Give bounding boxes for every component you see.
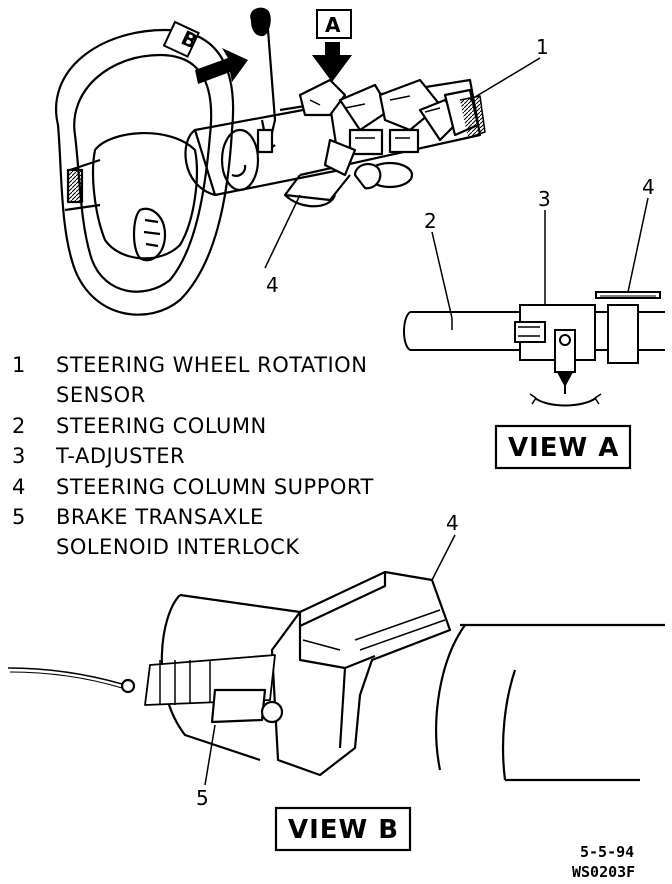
callout-1: 1 [536,35,549,59]
legend-5-line2: SOLENOID INTERLOCK [56,535,300,559]
legend-1-num: 1 [12,353,26,377]
view-a-label: VIEW A [508,433,619,463]
view-b-arrow: B [162,20,248,84]
view-a-box [494,424,632,470]
legend-2-num: 2 [12,414,26,438]
legend: 1 STEERING WHEEL ROTATION SENSOR 2 STEER… [12,353,374,559]
steering-wheel-rim [55,28,235,316]
callout-4-view-b: 4 [446,511,459,535]
legend-4-line1: STEERING COLUMN SUPPORT [56,475,374,499]
reference-date: 5-5-94 [580,843,634,861]
callout-4-view-a: 4 [642,175,655,199]
callout-2-view-a: 2 [424,209,437,233]
legend-4-num: 4 [12,475,26,499]
callout-5-view-b: 5 [196,786,209,810]
view-a-arrow: A [312,9,352,82]
view-a-illustration [403,197,665,407]
legend-3-num: 3 [12,444,26,468]
callout-4-top: 4 [266,273,279,297]
reference-code: WS0203F [572,863,635,881]
view-b-label: VIEW B [288,815,399,845]
legend-3-line1: T-ADJUSTER [55,444,185,468]
legend-5-line1: BRAKE TRANSAXLE [56,505,264,529]
arrow-a-label: A [325,13,341,37]
legend-1-line2: SENSOR [56,383,146,407]
view-b-box [274,806,412,852]
callout-3-view-a: 3 [538,187,551,211]
steering-assembly-illustration [55,7,541,316]
legend-5-num: 5 [12,505,26,529]
legend-2-line1: STEERING COLUMN [56,414,267,438]
view-b-illustration [7,534,665,786]
legend-1-line1: STEERING WHEEL ROTATION [56,353,367,377]
